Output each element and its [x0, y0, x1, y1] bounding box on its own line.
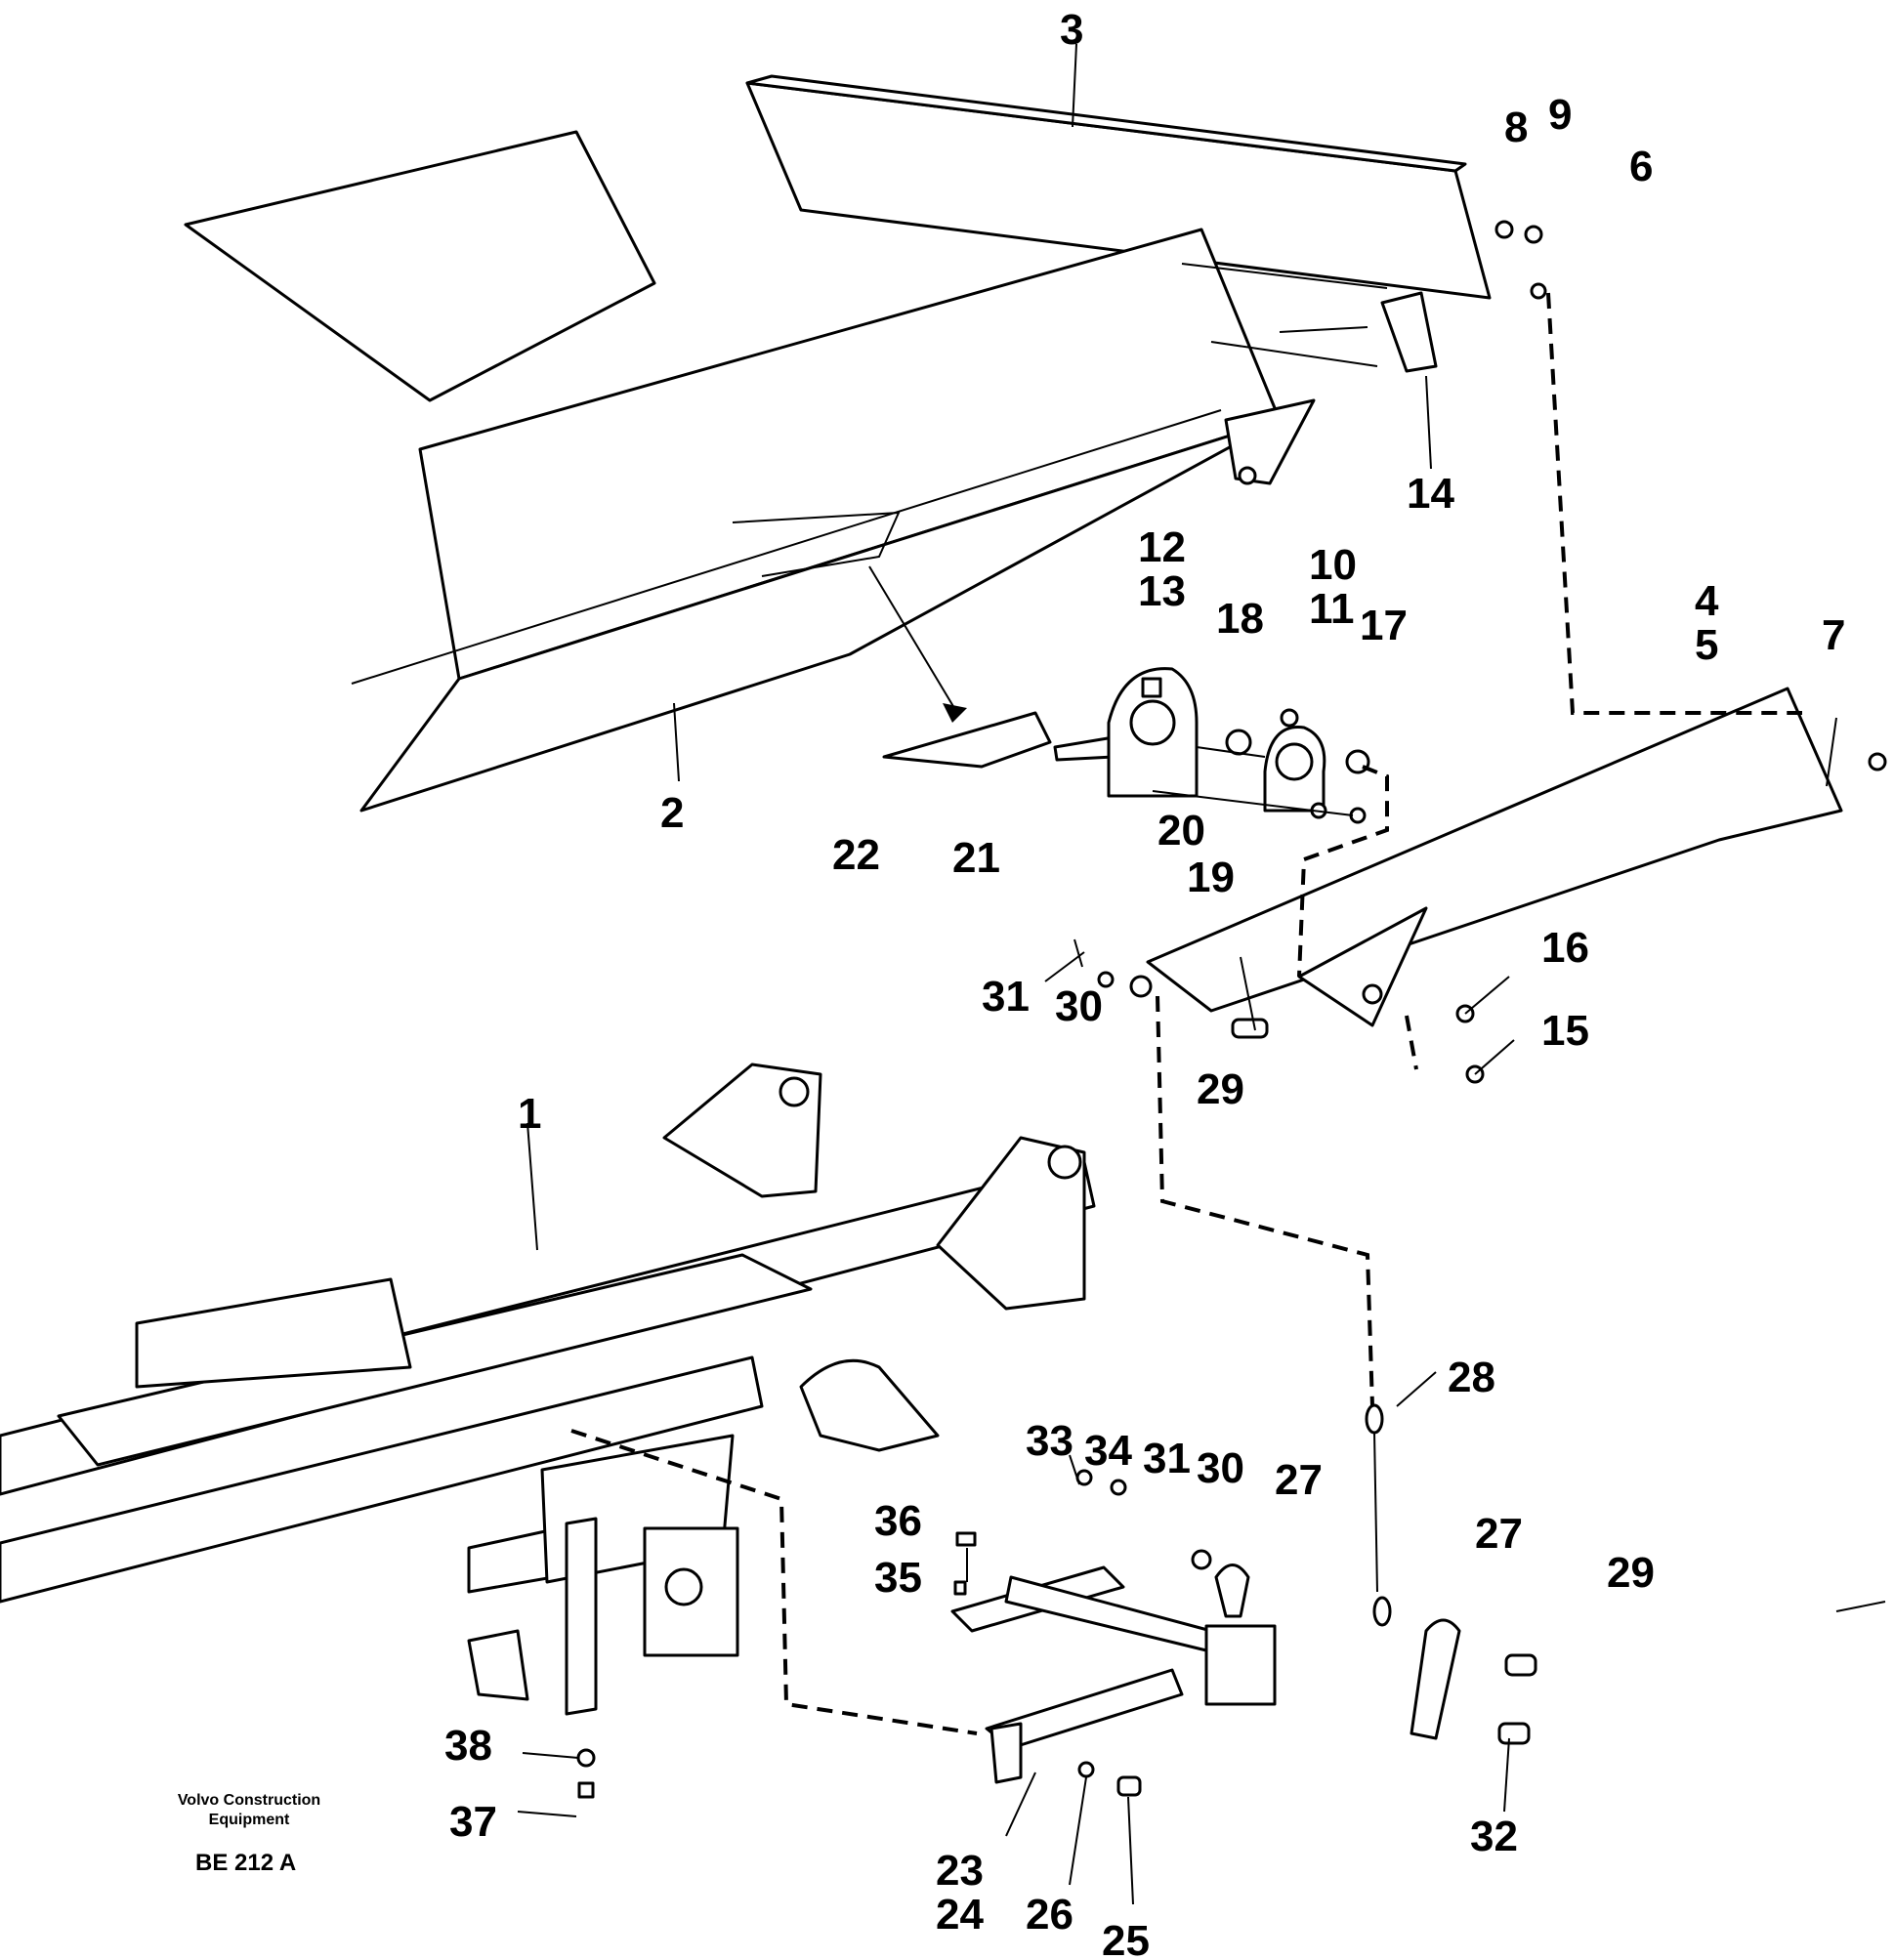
part-2-body-beam: [184, 130, 1388, 813]
part-3-cross-plate: [745, 74, 1492, 300]
callout-19: 19: [1187, 854, 1235, 901]
callout-21: 21: [952, 834, 1000, 882]
callout-33: 33: [1026, 1417, 1073, 1465]
callout-1: 1: [518, 1090, 541, 1138]
callout-36: 36: [874, 1497, 922, 1545]
callout-27b: 27: [1475, 1510, 1523, 1558]
caption: Volvo Construction Equipment BE 212 A: [178, 1792, 320, 1876]
callout-10: 10: [1309, 541, 1357, 589]
callout-32: 32: [1470, 1813, 1518, 1860]
callout-7: 7: [1822, 611, 1845, 659]
part-12-13-plate: [1107, 667, 1199, 798]
callout-28: 28: [1448, 1354, 1495, 1401]
callout-30b: 30: [1197, 1444, 1244, 1492]
callout-35: 35: [874, 1554, 922, 1602]
callout-38: 38: [444, 1722, 492, 1770]
callout-14: 14: [1407, 470, 1454, 518]
callout-23: 23: [936, 1847, 984, 1895]
callout-16: 16: [1541, 924, 1589, 972]
callout-5: 5: [1695, 621, 1718, 669]
callout-11: 11: [1309, 585, 1355, 633]
part-4-5-hinge-arm: [1129, 687, 1887, 1027]
callout-31a: 31: [982, 973, 1030, 1021]
fasteners-8-9-6: [1494, 220, 1547, 300]
callout-17: 17: [1360, 602, 1408, 649]
callout-20: 20: [1157, 807, 1205, 855]
part-10-11-bearing: [1263, 708, 1326, 813]
part-22-21-shim: [882, 711, 1115, 769]
leader-lines: [517, 43, 1886, 1905]
assembly-dashes: [570, 292, 1802, 1735]
caption-company: Volvo Construction: [178, 1792, 320, 1809]
callout-4: 4: [1695, 577, 1719, 625]
callout-34: 34: [1084, 1427, 1132, 1475]
caption-figure-code: BE 212 A: [195, 1850, 296, 1876]
callout-18: 18: [1216, 595, 1264, 643]
callout-26: 26: [1026, 1891, 1073, 1939]
callout-12: 12: [1138, 523, 1186, 571]
callout-8: 8: [1504, 104, 1528, 151]
callout-13: 13: [1138, 567, 1186, 615]
callout-29a: 29: [1197, 1065, 1244, 1113]
callout-30a: 30: [1055, 982, 1103, 1030]
callout-25: 25: [1102, 1917, 1150, 1960]
callout-31b: 31: [1143, 1435, 1191, 1482]
callout-37: 37: [449, 1798, 497, 1846]
callout-27a: 27: [1275, 1456, 1323, 1504]
part-23-24-lever: [950, 1565, 1277, 1784]
callout-29b: 29: [1607, 1549, 1655, 1597]
callout-3: 3: [1060, 6, 1083, 54]
callout-24: 24: [936, 1891, 984, 1939]
callout-9: 9: [1548, 91, 1572, 139]
part-14-block: [1380, 291, 1438, 373]
callout-22: 22: [832, 831, 880, 879]
callouts: 1 2 3 4 5 6 7 8 9 10 11 12 13 14 15 16 1…: [444, 6, 1845, 1960]
callout-15: 15: [1541, 1007, 1589, 1055]
parts-18-17-20-19: [1152, 729, 1370, 824]
small-parts-lower: [576, 1469, 1537, 1799]
part-1-frame: [0, 1063, 1096, 1716]
caption-company-line2: Equipment: [209, 1812, 290, 1828]
part-27-links: [1214, 1564, 1461, 1740]
callout-6: 6: [1629, 143, 1653, 190]
part-28-cable: [1365, 1403, 1392, 1627]
pins-15-16-29-30-31: [1073, 938, 1485, 1084]
callout-2: 2: [660, 789, 684, 837]
